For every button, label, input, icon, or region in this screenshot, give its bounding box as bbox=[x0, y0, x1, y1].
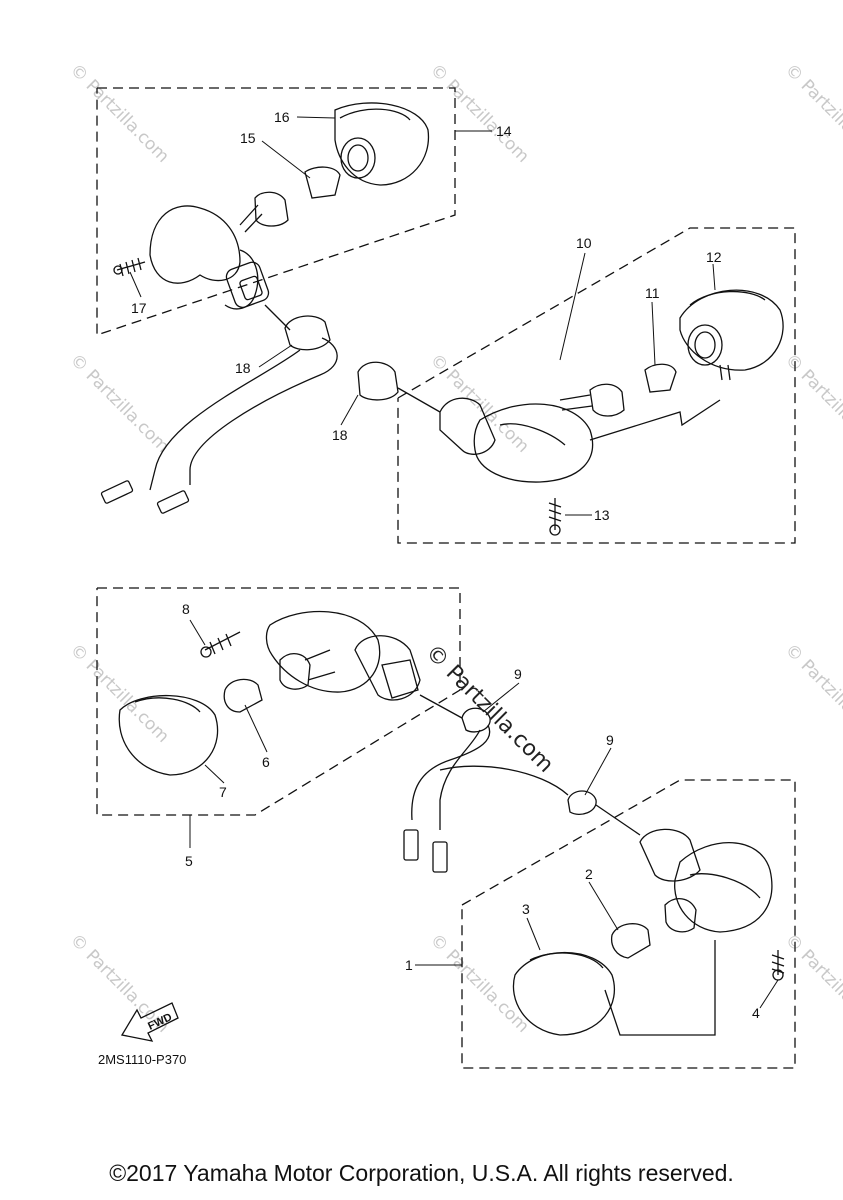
callout-18-upper: 18 bbox=[235, 360, 251, 376]
callout-2: 2 bbox=[585, 866, 593, 882]
callout-14: 14 bbox=[496, 123, 512, 139]
grommet-9-left bbox=[403, 694, 491, 873]
diagram-code: 2MS1110-P370 bbox=[98, 1052, 187, 1067]
turn-signal-assembly-5 bbox=[118, 610, 421, 776]
leader-lines bbox=[129, 116, 779, 1009]
turn-signal-assembly-10 bbox=[439, 289, 784, 536]
callout-7: 7 bbox=[219, 784, 227, 800]
assembly-14-box bbox=[96, 87, 456, 336]
connector-18-lower bbox=[357, 361, 441, 413]
fwd-arrow-icon bbox=[120, 1002, 179, 1042]
turn-signal-assembly-14 bbox=[113, 102, 430, 310]
assembly-1-box bbox=[461, 779, 796, 1069]
callout-16: 16 bbox=[274, 109, 290, 125]
callout-11: 11 bbox=[645, 285, 660, 301]
callout-12: 12 bbox=[706, 249, 722, 265]
callout-4: 4 bbox=[752, 1005, 760, 1021]
callout-1: 1 bbox=[405, 957, 413, 973]
callout-6: 6 bbox=[262, 754, 270, 770]
callout-18-lower: 18 bbox=[332, 427, 348, 443]
callout-13: 13 bbox=[594, 507, 610, 523]
fwd-label: FWD bbox=[146, 1011, 174, 1032]
assembly-5-box bbox=[96, 587, 461, 816]
callout-9-left: 9 bbox=[514, 666, 522, 682]
callout-3: 3 bbox=[522, 901, 530, 917]
callout-10: 10 bbox=[576, 235, 592, 251]
callout-15: 15 bbox=[240, 130, 256, 146]
grommet-9-right bbox=[439, 765, 641, 836]
turn-signal-assembly-1 bbox=[512, 828, 785, 1036]
copyright-notice: ©2017 Yamaha Motor Corporation, U.S.A. A… bbox=[109, 1160, 734, 1186]
callout-9-right: 9 bbox=[606, 732, 614, 748]
callout-5: 5 bbox=[185, 853, 193, 869]
connector-18-upper bbox=[100, 304, 338, 514]
callout-8: 8 bbox=[182, 601, 190, 617]
callout-17: 17 bbox=[131, 300, 147, 316]
assembly-10-box bbox=[397, 227, 796, 544]
